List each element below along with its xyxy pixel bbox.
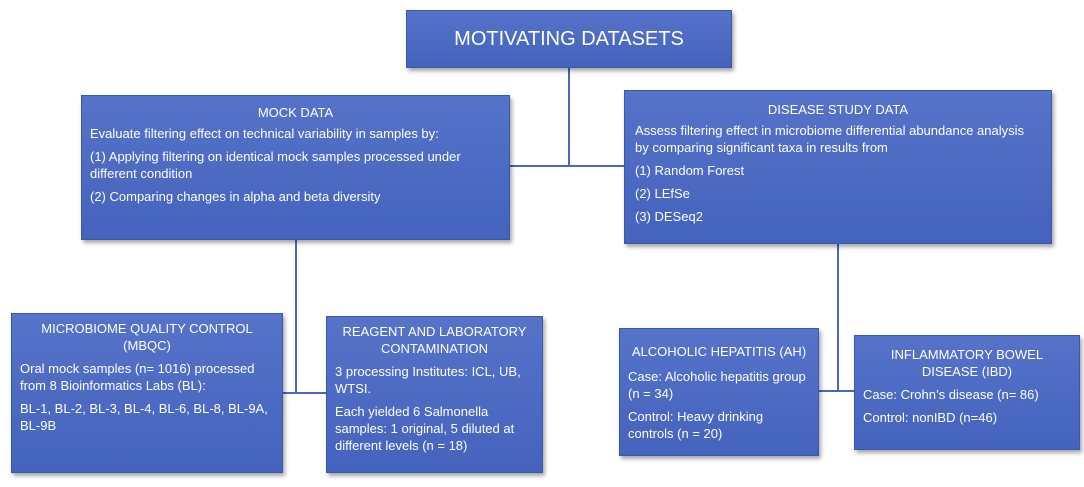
reagent-contamination-node: REAGENT AND LABORATORY CONTAMINATION 3 p… [326,316,543,473]
disease-title: DISEASE STUDY DATA [767,102,909,117]
ibd-case: Case: Crohn’s disease (n= 86) [863,387,1039,402]
ah-title: ALCOHOLIC HEPATITIS (AH) [631,344,807,359]
disease-study-node: DISEASE STUDY DATA Assess filtering effe… [624,90,1052,244]
ibd-control: Control: nonIBD (n=46) [863,410,998,425]
mock-data-node: MOCK DATA Evaluate filtering effect on t… [81,95,510,240]
ibd-title: INFLAMMATORY BOWEL DISEASE (IBD) [890,347,1044,379]
mbqc-title: MICROBIOME QUALITY CONTROL (MBQC) [41,321,253,353]
ah-case: Case: Alcoholic hepatitis group (n = 34) [628,369,806,401]
disease-item-3: (3) DESeq2 [635,209,703,224]
mbqc-node: MICROBIOME QUALITY CONTROL (MBQC) Oral m… [11,313,283,473]
mbqc-desc: Oral mock samples (n= 1016) processed fr… [20,361,255,393]
mock-item-2: (2) Comparing changes in alpha and beta … [90,189,381,204]
root-title: MOTIVATING DATASETS [454,27,684,50]
reagent-samples: Each yielded 6 Salmonella samples: 1 ori… [335,404,515,453]
mock-intro: Evaluate filtering effect on technical v… [90,126,439,141]
ah-control: Control: Heavy drinking controls (n = 20… [628,409,764,441]
ibd-node: INFLAMMATORY BOWEL DISEASE (IBD) Case: C… [854,335,1080,450]
disease-item-2: (2) LEfSe [635,186,690,201]
mbqc-labs: BL-1, BL-2, BL-3, BL-4, BL-6, BL-8, BL-9… [20,401,268,433]
disease-item-1: (1) Random Forest [635,163,745,178]
disease-intro: Assess filtering effect in microbiome di… [635,123,1025,155]
mock-item-1: (1) Applying filtering on identical mock… [90,149,461,181]
root-node: MOTIVATING DATASETS [406,10,732,68]
reagent-title: REAGENT AND LABORATORY CONTAMINATION [342,324,527,356]
reagent-institutes: 3 processing Institutes: ICL, UB, WTSI. [335,364,521,396]
mock-title: MOCK DATA [257,105,334,120]
alcoholic-hepatitis-node: ALCOHOLIC HEPATITIS (AH) Case: Alcoholic… [619,328,819,456]
